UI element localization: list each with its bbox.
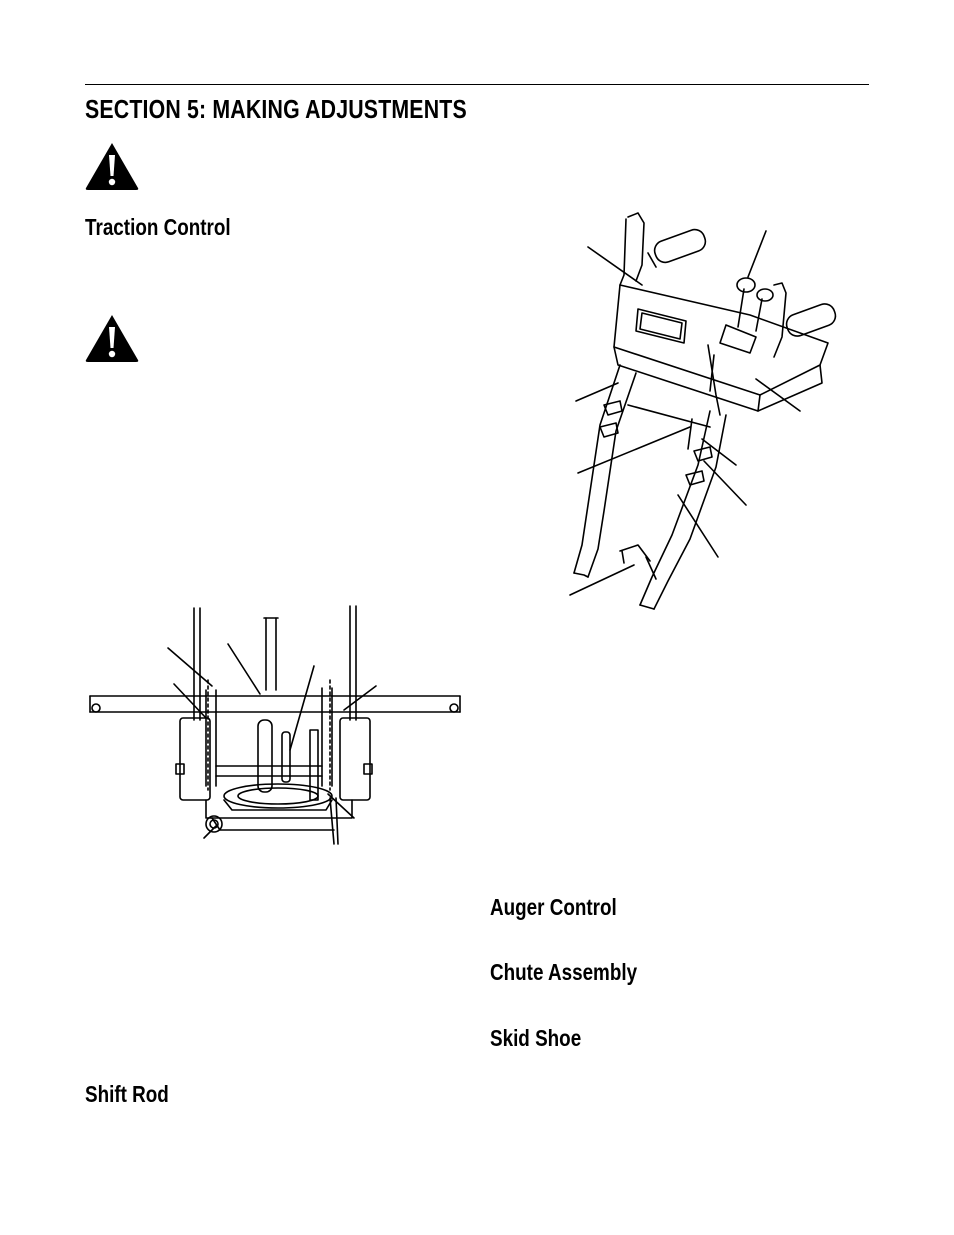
drive-assembly-illustration	[89, 605, 461, 845]
section-title: SECTION 5: MAKING ADJUSTMENTS	[85, 94, 467, 124]
heading-auger-control: Auger Control	[490, 894, 617, 920]
warning-triangle-icon	[85, 143, 139, 190]
heading-chute-assembly: Chute Assembly	[490, 959, 638, 985]
heading-traction-control: Traction Control	[85, 214, 231, 240]
warning-triangle-icon	[85, 315, 139, 362]
heading-skid-shoe: Skid Shoe	[490, 1025, 582, 1051]
heading-shift-rod: Shift Rod	[85, 1081, 169, 1107]
handle-assembly-illustration	[569, 212, 837, 610]
header-rule	[85, 84, 869, 85]
